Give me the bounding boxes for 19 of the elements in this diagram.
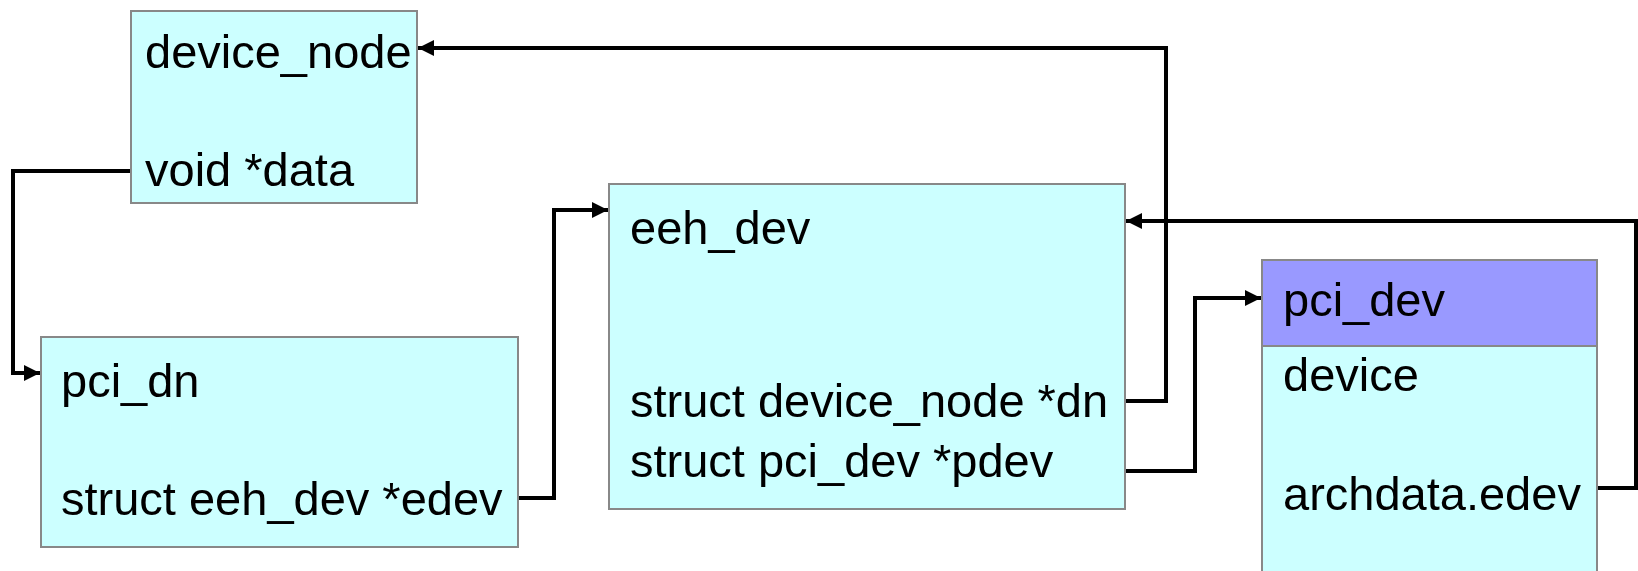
- field-name: archdata.edev: [1283, 467, 1581, 521]
- field-name: device: [1283, 348, 1419, 402]
- field-name: struct pci_dev *pdev: [630, 434, 1054, 488]
- arrow: [1126, 290, 1261, 473]
- field-name: struct eeh_dev *edev: [61, 472, 503, 526]
- struct-box: [40, 336, 519, 548]
- struct-name: device_node: [145, 25, 412, 79]
- struct-name: eeh_dev: [630, 201, 811, 255]
- struct-box: [1261, 259, 1598, 571]
- struct-name: pci_dn: [61, 354, 200, 408]
- struct-box: [608, 183, 1126, 510]
- struct-box: [130, 10, 418, 204]
- field-name: void *data: [145, 143, 355, 197]
- arrow: [519, 202, 608, 500]
- field-name: struct device_node *dn: [630, 374, 1109, 428]
- arrow: [11, 169, 130, 381]
- arrow: [1126, 213, 1638, 490]
- struct-name: pci_dev: [1283, 273, 1445, 327]
- arrow: [418, 40, 1168, 403]
